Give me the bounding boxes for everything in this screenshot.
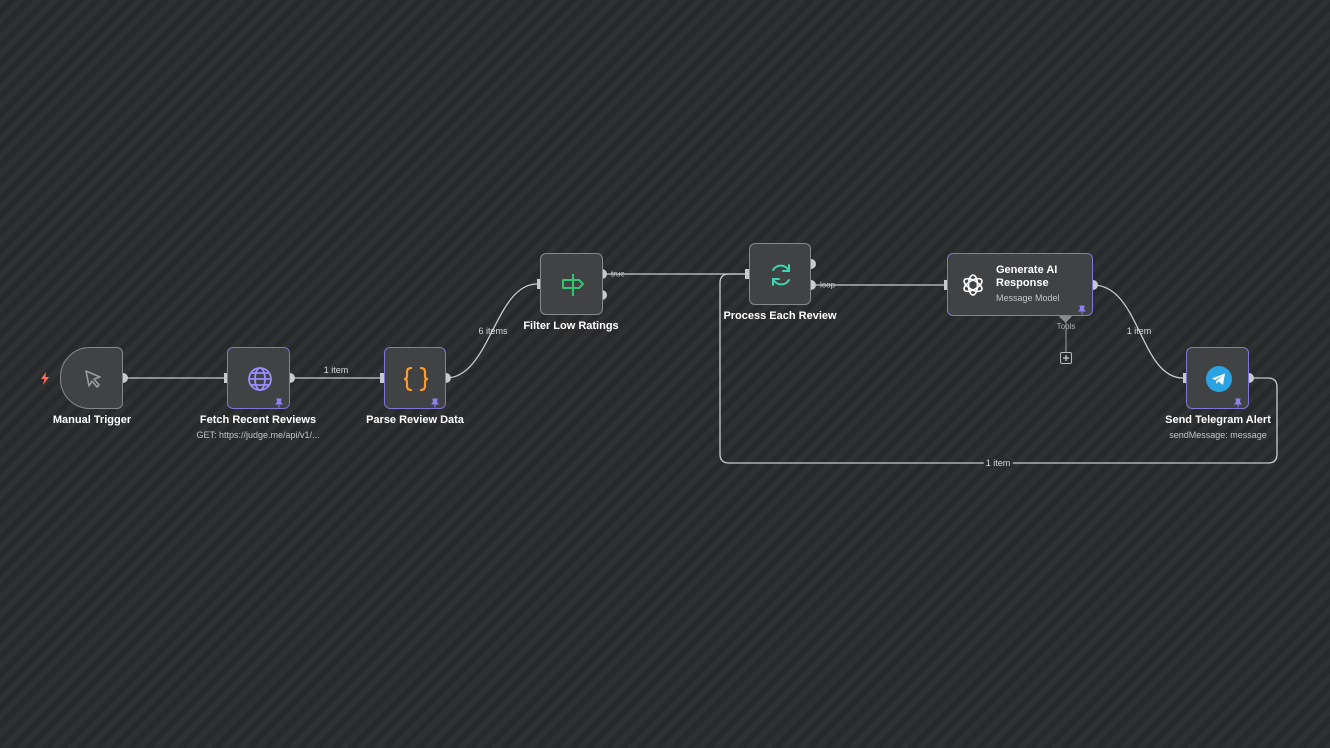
wire-ai-telegram <box>1092 284 1184 379</box>
refresh-loop-icon <box>750 244 812 306</box>
cursor-pointer-icon <box>61 348 124 410</box>
manual-trigger-node[interactable] <box>60 347 123 409</box>
ai-title: Generate AI Response <box>996 264 1058 289</box>
conn-label-fetch-parse: 1 item <box>323 365 349 375</box>
input-port-filter <box>537 279 541 289</box>
lightning-bolt-icon <box>38 371 52 385</box>
ai-subtitle: Message Model <box>996 293 1060 303</box>
input-port-telegram <box>1183 373 1187 383</box>
input-port-ai <box>944 280 948 290</box>
parse-data-node[interactable] <box>384 347 446 409</box>
filter-node[interactable] <box>540 253 603 315</box>
manual-trigger-label: Manual Trigger <box>52 414 132 426</box>
filter-true-port-label: true <box>611 269 625 279</box>
tools-label: Tools <box>1056 322 1076 331</box>
input-port-loop <box>745 269 749 279</box>
telegram-node[interactable] <box>1186 347 1249 409</box>
globe-icon <box>228 348 291 410</box>
conn-label-parse-filter: 6 items <box>478 326 508 336</box>
conn-label-telegram-loop: 1 item <box>983 458 1013 468</box>
telegram-label: Send Telegram Alert <box>1165 414 1271 426</box>
telegram-sublabel: sendMessage: message <box>1169 430 1267 440</box>
parse-data-label: Parse Review Data <box>366 414 464 426</box>
plus-icon <box>1063 355 1069 361</box>
fetch-reviews-node[interactable] <box>227 347 290 409</box>
fetch-reviews-label: Fetch Recent Reviews <box>199 414 317 426</box>
pin-icon[interactable] <box>1233 395 1243 408</box>
add-tool-button[interactable] <box>1060 352 1072 364</box>
ai-node[interactable]: Generate AI Response Message Model <box>947 253 1093 316</box>
conn-label-ai-telegram: 1 item <box>1126 326 1152 336</box>
filter-label: Filter Low Ratings <box>523 320 619 332</box>
loop-label: Process Each Review <box>723 310 837 322</box>
loop-port-label: loop <box>820 280 836 290</box>
pin-icon[interactable] <box>430 395 440 408</box>
signpost-icon <box>541 254 604 316</box>
input-port-fetch <box>224 373 228 383</box>
pin-icon[interactable] <box>274 395 284 408</box>
fetch-reviews-sublabel: GET: https://judge.me/api/v1/... <box>196 430 320 440</box>
telegram-icon <box>1187 348 1250 410</box>
wire-parse-filter <box>445 283 538 379</box>
loop-node[interactable] <box>749 243 811 305</box>
pin-icon[interactable] <box>1077 302 1087 315</box>
curly-braces-icon <box>385 348 447 410</box>
openai-logo-icon <box>958 270 988 300</box>
input-port-parse <box>380 373 384 383</box>
